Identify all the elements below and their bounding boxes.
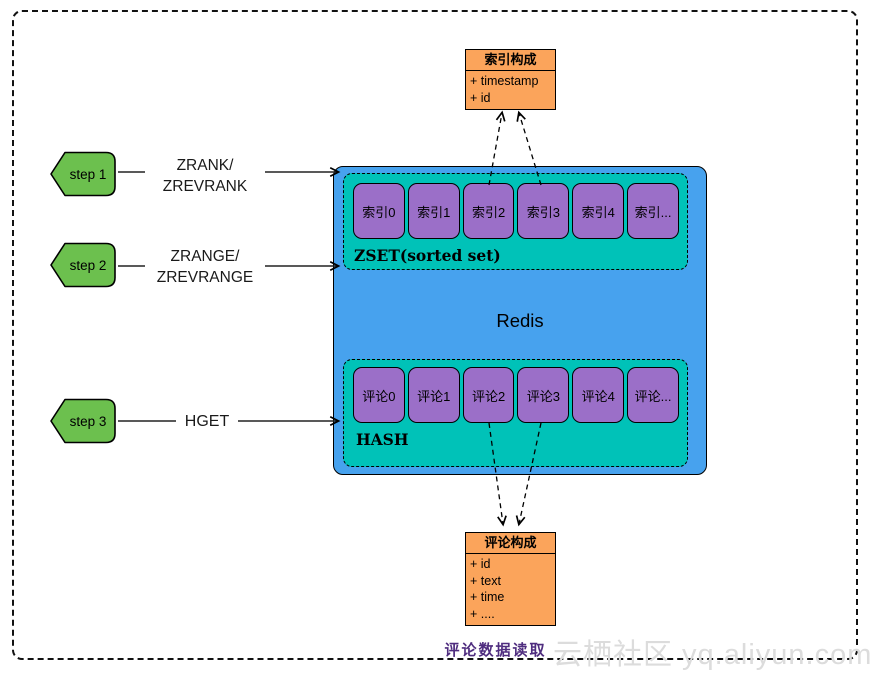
comment-field-id: + id xyxy=(470,557,491,571)
index-cell-4: 索引4 xyxy=(572,183,625,239)
index-structure-box: 索引构成 + timestamp + id xyxy=(465,49,556,110)
comment-cell-3: 评论3 xyxy=(517,367,570,423)
command-label-hget: HGET xyxy=(176,411,238,432)
index-cell-0: 索引0 xyxy=(353,183,405,239)
comment-structure-title: 评论构成 xyxy=(466,533,555,554)
outer-border xyxy=(12,10,858,660)
command-line: ZREVRANK xyxy=(162,178,248,195)
comment-cell-0: 评论0 xyxy=(353,367,405,423)
index-structure-fields: + timestamp + id xyxy=(466,71,555,109)
redis-label: Redis xyxy=(496,310,544,331)
zset-cells-row: 索引0 索引1 索引2 索引3 索引4 索引... xyxy=(353,183,679,239)
comment-cell-1: 评论1 xyxy=(407,367,460,423)
command-line: ZREVRANGE xyxy=(156,269,254,286)
index-field-timestamp: + timestamp xyxy=(470,74,539,88)
step-shape-icon xyxy=(50,151,116,197)
index-cell-1: 索引1 xyxy=(407,183,460,239)
index-cell-2: 索引2 xyxy=(462,183,515,239)
step-3-node: step 3 xyxy=(49,398,117,444)
step-2-label: step 2 xyxy=(69,257,107,273)
index-field-id: + id xyxy=(470,90,491,105)
watermark: 云栖社区 yq.aliyun.com xyxy=(553,639,870,671)
comment-structure-fields: + id + text + time + .... xyxy=(466,554,555,625)
comment-field-time: + time xyxy=(470,590,505,604)
hash-label: HASH xyxy=(356,430,409,449)
command-line: ZRANK/ xyxy=(176,157,234,174)
comment-cell-4: 评论4 xyxy=(572,367,625,423)
comment-cell-2: 评论2 xyxy=(462,367,515,423)
step-2-node: step 2 xyxy=(49,242,117,288)
command-label-zrange: ZRANGE/ ZREVRANGE xyxy=(145,246,265,288)
index-cell-3: 索引3 xyxy=(517,183,570,239)
step-3-label: step 3 xyxy=(69,413,107,429)
command-label-zrank: ZRANK/ ZREVRANK xyxy=(145,155,265,197)
comment-cell-more: 评论... xyxy=(627,367,679,423)
index-structure-title: 索引构成 xyxy=(466,50,555,71)
zset-label: ZSET(sorted set) xyxy=(354,246,501,265)
comment-field-text: + text xyxy=(470,573,501,588)
step-1-node: step 1 xyxy=(49,151,117,197)
index-cell-more: 索引... xyxy=(627,183,679,239)
comment-field-more: + .... xyxy=(470,606,495,621)
comment-structure-box: 评论构成 + id + text + time + .... xyxy=(465,532,556,626)
command-line: ZRANGE/ xyxy=(170,248,240,265)
step-shape-icon xyxy=(50,242,116,288)
diagram-caption: 评论数据读取 xyxy=(444,641,547,659)
step-shape-icon xyxy=(50,398,116,444)
hash-cells-row: 评论0 评论1 评论2 评论3 评论4 评论... xyxy=(353,367,679,423)
step-1-label: step 1 xyxy=(69,166,107,182)
